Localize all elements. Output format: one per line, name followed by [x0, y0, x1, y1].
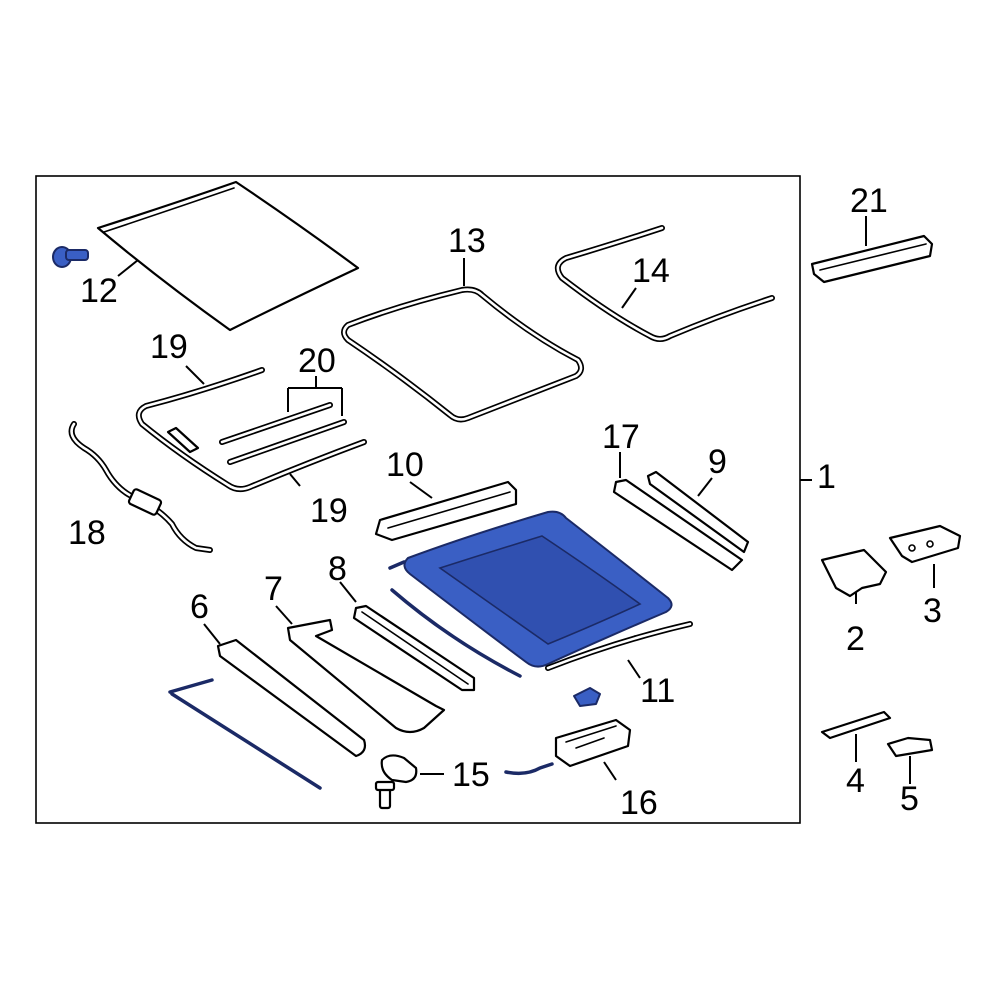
callout-5: 5 [900, 780, 919, 818]
part-21-bracket[interactable] [810, 234, 934, 284]
callout-19-top: 19 [150, 328, 188, 366]
callout-8: 8 [328, 550, 347, 588]
part-17-side-rail[interactable] [612, 478, 744, 572]
part-11-rear-seal[interactable] [545, 621, 693, 671]
callout-21: 21 [850, 182, 888, 220]
part-5-block[interactable] [886, 736, 934, 758]
part-16-motor[interactable] [504, 718, 632, 776]
callout-13: 13 [448, 222, 486, 260]
part-20-trim-strips[interactable] [219, 402, 347, 465]
highlighted-seal-wire[interactable] [168, 678, 322, 790]
part-15-screw-icon[interactable] [374, 780, 396, 810]
callout-12: 12 [80, 272, 118, 310]
callout-1: 1 [817, 458, 836, 496]
part-14-outer-seal[interactable] [554, 225, 775, 342]
part-8-bracket-strip[interactable] [352, 604, 476, 692]
callout-6: 6 [190, 588, 209, 626]
leader-lines [117, 216, 935, 784]
part-10-front-rail[interactable] [374, 480, 518, 542]
part-12-glass-panel[interactable] [96, 180, 360, 332]
part-9-side-rail[interactable] [646, 470, 750, 554]
callout-18: 18 [68, 514, 106, 552]
callout-7: 7 [264, 570, 283, 608]
part-19-sunshade[interactable] [135, 367, 367, 493]
callout-2: 2 [846, 620, 865, 658]
callout-11: 11 [640, 672, 675, 710]
part-13-glass-seal[interactable] [341, 286, 584, 423]
part-4-plate[interactable] [820, 710, 892, 740]
assembly-frame [35, 175, 801, 824]
part-6-cover-panel[interactable] [216, 638, 367, 758]
callout-9: 9 [708, 443, 727, 481]
part-18-cable-guide[interactable] [68, 421, 213, 553]
part-12-bolt-icon[interactable] [52, 246, 89, 268]
callout-16: 16 [620, 784, 658, 822]
part-3-bracket[interactable] [888, 524, 962, 564]
part-15-clip[interactable] [380, 754, 418, 784]
highlighted-bracket[interactable] [573, 687, 601, 707]
callout-10: 10 [386, 446, 424, 484]
callout-14: 14 [632, 252, 670, 290]
callout-17: 17 [602, 418, 640, 456]
sunroof-frame-highlighted[interactable] [388, 510, 673, 678]
part-2-bracket[interactable] [820, 548, 888, 598]
callout-3: 3 [923, 592, 942, 630]
part-7-deflector[interactable] [286, 618, 446, 734]
callout-4: 4 [846, 762, 865, 800]
callout-15: 15 [452, 756, 490, 794]
callout-19-bottom: 19 [310, 492, 348, 530]
callout-20: 20 [298, 342, 336, 380]
